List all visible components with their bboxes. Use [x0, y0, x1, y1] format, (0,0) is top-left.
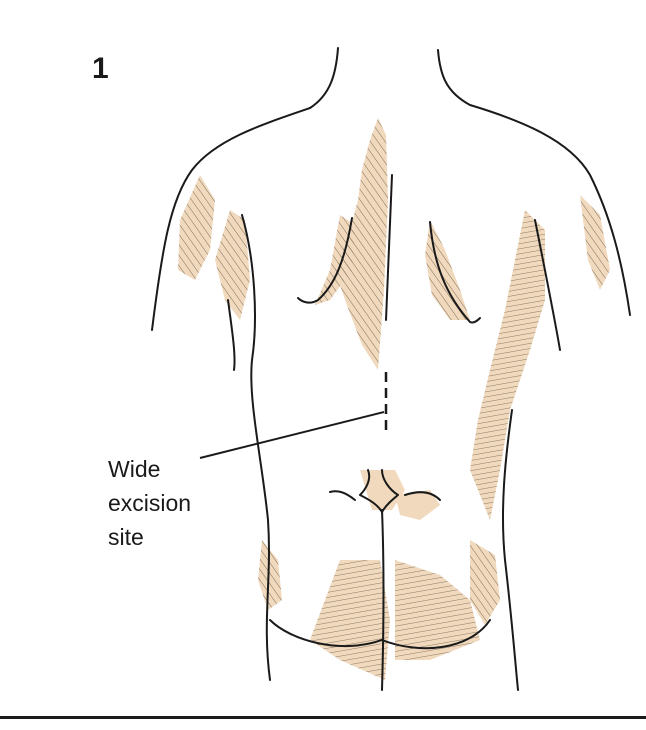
- callout-leader-line: [200, 412, 384, 458]
- right-flank-line: [503, 410, 518, 690]
- callout-line-2: excision: [108, 486, 191, 520]
- left-sacral-dimple: [330, 491, 355, 500]
- callout-line-3: site: [108, 520, 191, 554]
- figure-number: 1: [92, 54, 109, 84]
- callout-line-1: Wide: [108, 452, 191, 486]
- bottom-divider: [0, 716, 646, 719]
- shading-regions: [178, 118, 610, 680]
- body-outline: [152, 48, 630, 690]
- neck-left-line: [310, 48, 338, 108]
- hatching: [178, 118, 610, 680]
- right-shoulder-line: [470, 105, 630, 315]
- callout-label: Wide excision site: [108, 452, 191, 554]
- neck-right-line: [438, 50, 470, 105]
